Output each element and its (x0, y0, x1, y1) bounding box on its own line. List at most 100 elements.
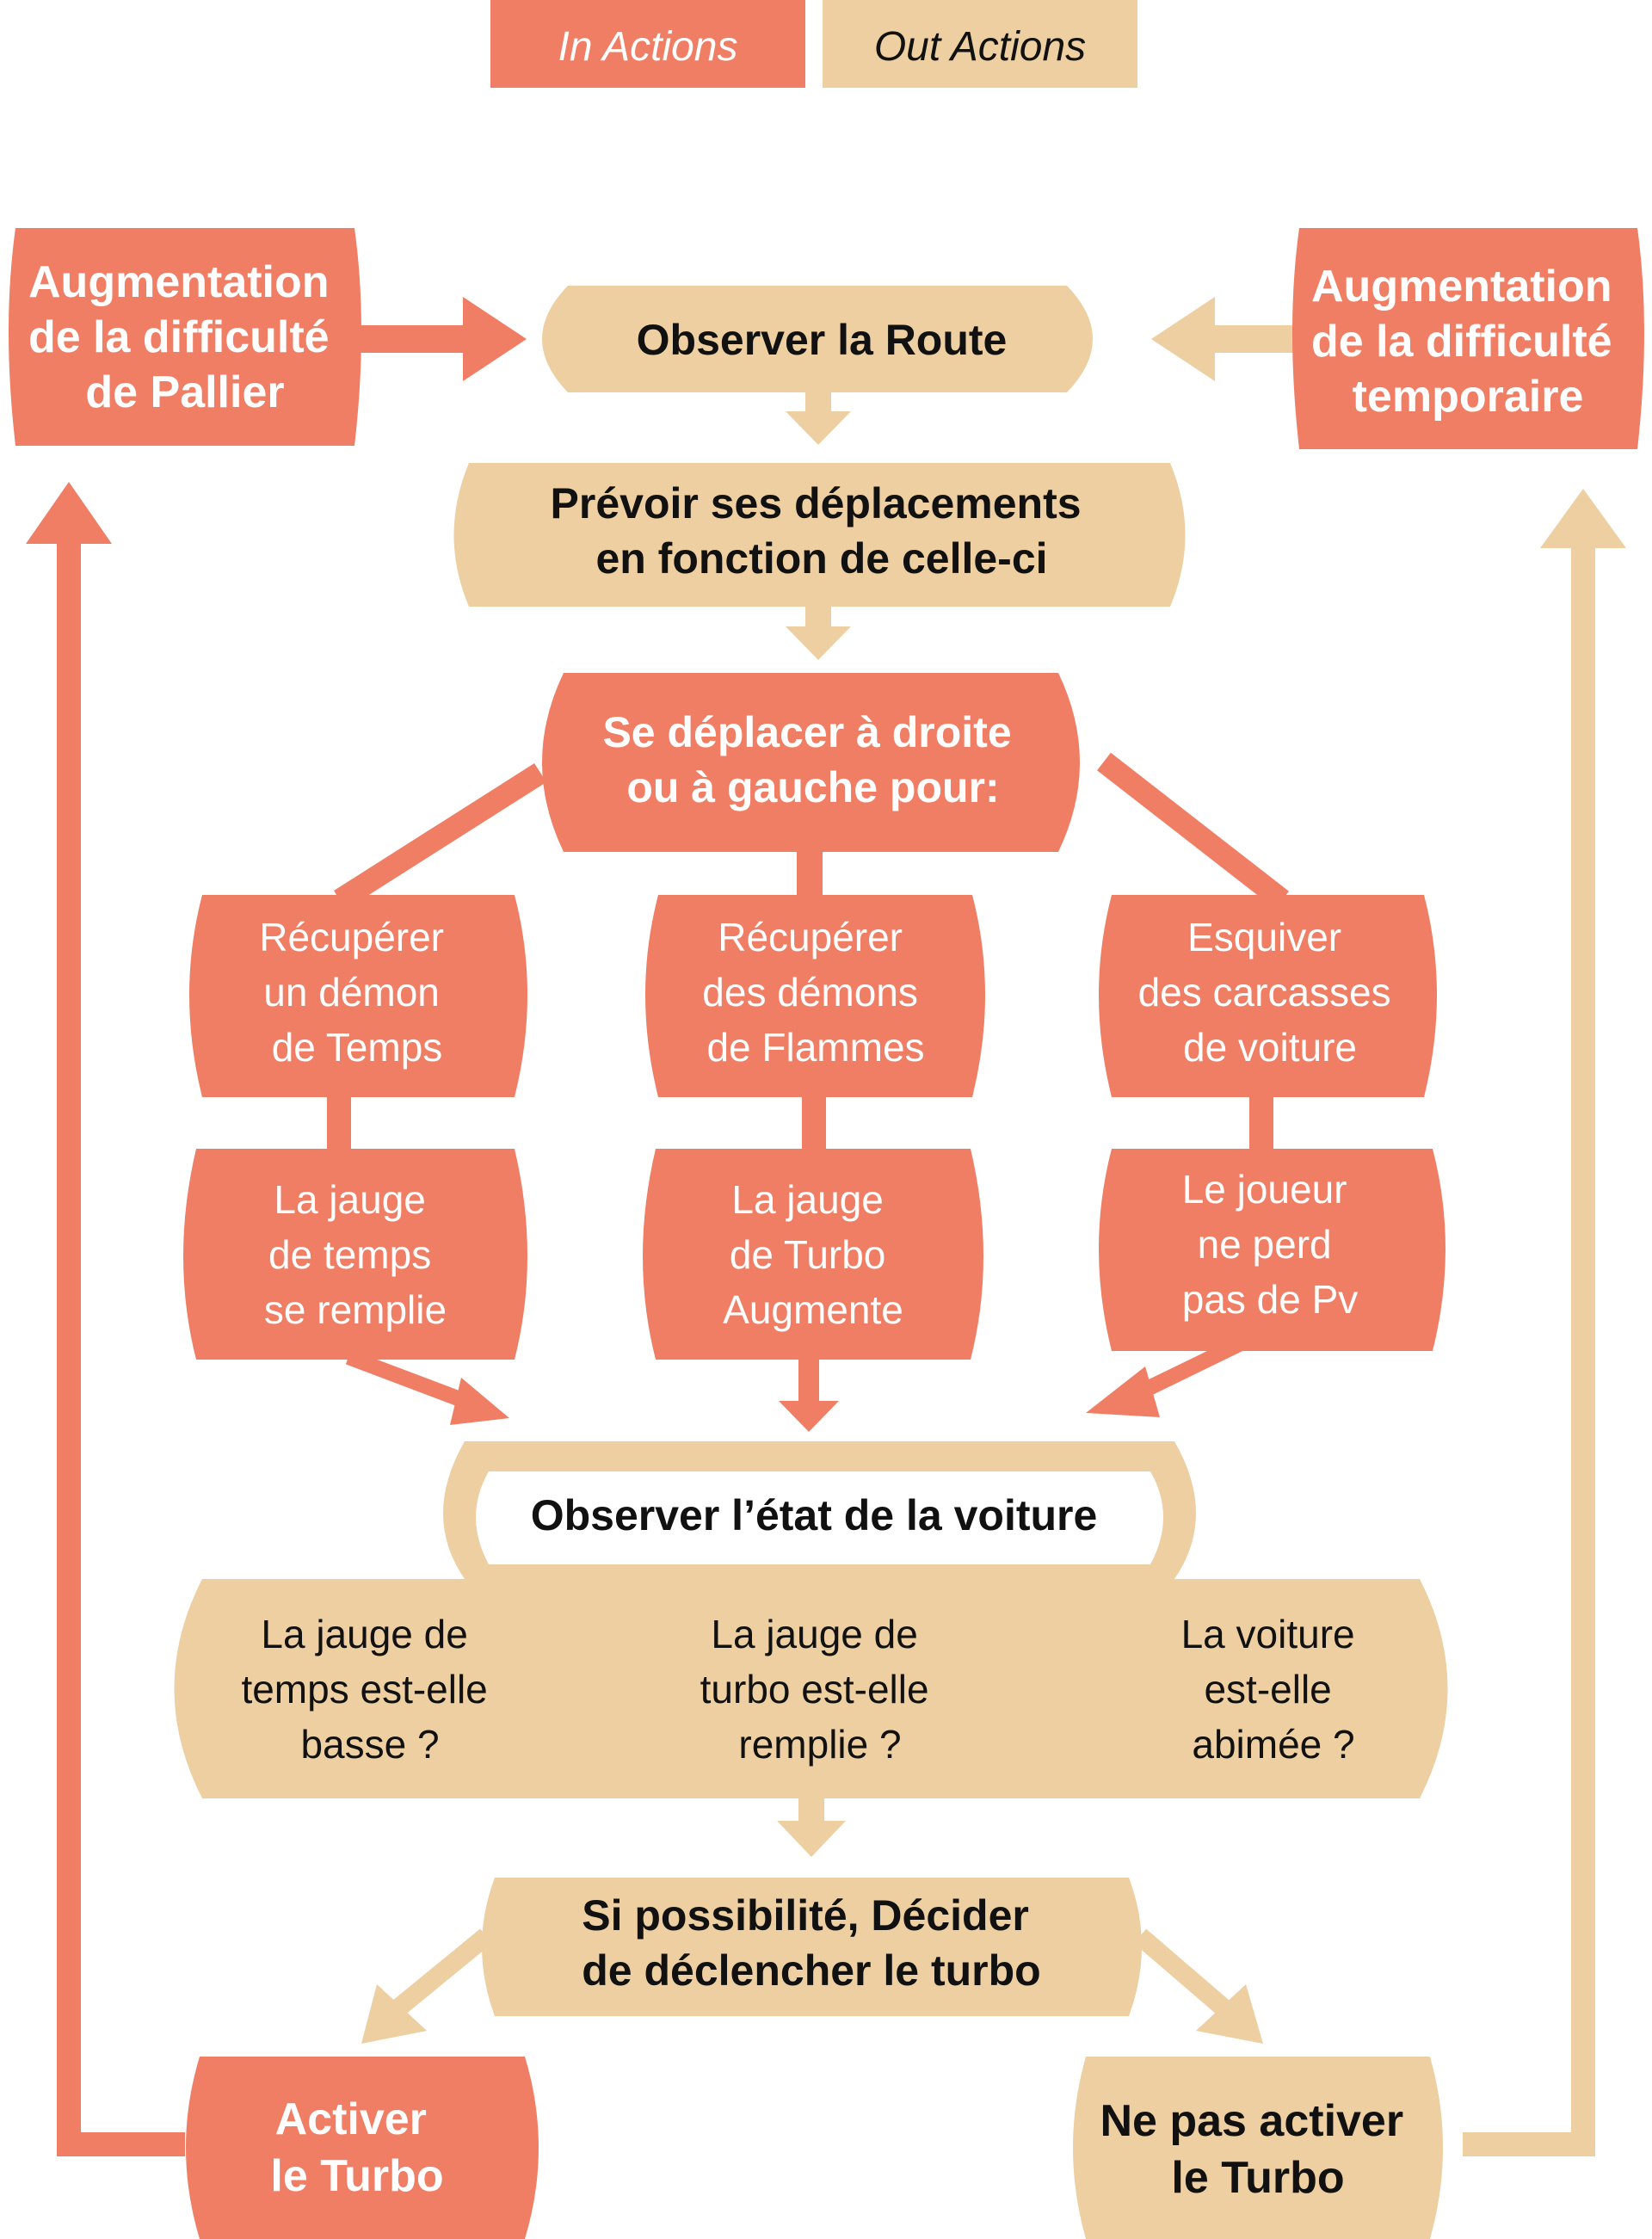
arrowhead-prevoir-deplacer (786, 626, 851, 660)
svg-text:Si possibilité, Décider: Si possibilité, Décider de déclencher le… (582, 1891, 1041, 1995)
connector-jauge-temps-voiture (345, 1349, 468, 1409)
observer-voiture-label: Observer l’état de la voiture (531, 1491, 1098, 1539)
joueur-pv-line-3: pas de Pv (1182, 1277, 1359, 1322)
legend-in-label: In Actions (558, 24, 738, 70)
joueur-pv-line-1: Le joueur (1182, 1167, 1347, 1212)
recup-flammes-line-1: Récupérer (718, 915, 903, 959)
ne-pas-activer-line-1: Ne pas activer (1100, 2096, 1403, 2146)
deplacer-line-1: Se déplacer à droite (602, 708, 1011, 756)
legend-out-swatch (823, 0, 1137, 88)
jauge-turbo-line-3: Augmente (723, 1287, 903, 1332)
esquiver-line-1: Esquiver (1187, 915, 1341, 959)
q-turbo-line-1: La jauge de (711, 1612, 917, 1656)
legend-out-label: Out Actions (874, 24, 1086, 70)
connector-jauge-turbo-voiture (798, 1360, 819, 1404)
recup-flammes-line-2: des démons (702, 970, 918, 1015)
feedback-activer-pallier (57, 542, 185, 2156)
recup-temps-line-3: de Temps (272, 1025, 443, 1070)
node-temporaire: Augmentation de la difficulté temporaire (1292, 228, 1644, 449)
node-recup-temps: Récupérer un démon de Temps (189, 895, 527, 1097)
esquiver-line-3: de voiture (1183, 1025, 1357, 1070)
deplacer-line-2: ou à gauche pour: (626, 763, 999, 811)
node-deplacer: Se déplacer à droite ou à gauche pour: (542, 673, 1080, 852)
node-recup-flammes: Récupérer des démons de Flammes (645, 895, 985, 1097)
arrowhead-pallier-route (463, 297, 527, 381)
connector-recup-temps-jauge (327, 1093, 351, 1153)
q-voiture-line-3: abimée ? (1192, 1722, 1354, 1767)
svg-text:Le joueur ne perd: Le joueur ne perd pas de Pv (1182, 1167, 1359, 1322)
prevoir-line-1: Prévoir ses déplacements (551, 479, 1082, 527)
svg-text:La jauge de Turbo: La jauge de Turbo Augmente (723, 1177, 903, 1332)
svg-text:Ne pas activer le Turb: Ne pas activer le Turbo (1100, 2096, 1415, 2203)
jauge-turbo-line-2: de Turbo (730, 1232, 886, 1277)
node-activer: Activer le Turbo (186, 2057, 539, 2239)
pallier-line-2: de la difficulté (28, 312, 330, 362)
svg-text:Augmentation de la dif: Augmentation de la difficulté de Pallier (28, 257, 342, 417)
arrowhead-decider-activer (361, 1984, 427, 2044)
arrowhead-jauge-temps-voiture (450, 1378, 509, 1425)
recup-temps-line-2: un démon (263, 970, 440, 1015)
temporaire-line-3: temporaire (1353, 372, 1584, 422)
jauge-turbo-line-1: La jauge (731, 1177, 884, 1222)
connector-esquiver-joueur (1249, 1093, 1273, 1153)
q-temps-line-2: temps est-elle (241, 1667, 487, 1712)
temporaire-line-2: de la difficulté (1311, 317, 1612, 367)
svg-text:Augmentation de la dif: Augmentation de la difficulté temporaire (1311, 262, 1624, 422)
jauge-temps-line-3: se remplie (264, 1287, 447, 1332)
node-joueur-pv: Le joueur ne perd pas de Pv (1099, 1149, 1446, 1351)
svg-text:Se déplacer à droite o: Se déplacer à droite ou à gauche pour: (602, 708, 1023, 811)
svg-text:Récupérer des démons: Récupérer des démons de Flammes (702, 915, 928, 1070)
q-voiture-line-1: La voiture (1181, 1612, 1355, 1656)
q-turbo-line-2: turbo est-elle (700, 1667, 929, 1712)
node-jauge-temps: La jauge de temps se remplie (183, 1149, 527, 1360)
connector-pallier-route (354, 325, 471, 353)
q-turbo-line-3: remplie ? (738, 1722, 901, 1767)
legend-in-swatch (490, 0, 805, 88)
svg-text:La jauge de temps: La jauge de temps se remplie (264, 1177, 447, 1332)
decider-line-1: Si possibilité, Décider (582, 1891, 1029, 1940)
arrowhead-decider-ne-pas-activer (1196, 1984, 1263, 2044)
q-voiture-line-2: est-elle (1204, 1667, 1331, 1712)
joueur-pv-line-2: ne perd (1198, 1222, 1332, 1267)
arrowhead-temporaire-route (1151, 297, 1215, 381)
connectors (26, 297, 1626, 2156)
node-questions: La jauge de temps est-elle basse ? La ja… (174, 1579, 1448, 1798)
question-voiture: La voiture est-elle abimée ? (1181, 1612, 1366, 1767)
connector-deplacer-recup-temps (334, 763, 546, 910)
question-temps: La jauge de temps est-elle basse ? (241, 1612, 498, 1767)
activer-line-2: le Turbo (270, 2151, 443, 2201)
node-prevoir: Prévoir ses déplacements en fonction de … (453, 463, 1186, 607)
activer-line-1: Activer (275, 2094, 427, 2144)
esquiver-line-2: des carcasses (1138, 970, 1391, 1015)
arrowhead-joueur-voiture (1086, 1366, 1160, 1417)
svg-text:Activer le Turbo: Activer le Turbo (270, 2094, 443, 2201)
ne-pas-activer-line-2: le Turbo (1171, 2153, 1344, 2203)
arrowhead-questions-decider (777, 1821, 846, 1857)
connector-decider-ne-pas-activer (1133, 1928, 1233, 2018)
prevoir-line-2: en fonction de celle-ci (595, 534, 1047, 583)
legend: In Actions Out Actions (490, 0, 1137, 88)
nodes: Augmentation de la difficulté de Pallier… (9, 228, 1644, 2239)
decider-line-2: de déclencher le turbo (582, 1946, 1040, 1995)
arrowhead-jauge-turbo-voiture (779, 1401, 839, 1432)
arrowhead-feedback-temporaire (1540, 489, 1626, 548)
feedback-ne-pas-activer-temporaire (1463, 546, 1595, 2156)
connector-recup-flammes-jauge (802, 1093, 826, 1153)
node-decider: Si possibilité, Décider de déclencher le… (482, 1878, 1142, 2016)
connector-joueur-voiture (1137, 1336, 1242, 1400)
arrowhead-route-prevoir (786, 411, 851, 445)
q-temps-line-3: basse ? (300, 1722, 439, 1767)
question-turbo: La jauge de turbo est-elle remplie ? (700, 1612, 940, 1767)
svg-text:Esquiver des carcasses: Esquiver des carcasses de voiture (1138, 915, 1402, 1070)
node-pallier: Augmentation de la difficulté de Pallier (9, 228, 361, 446)
observer-route-label: Observer la Route (637, 316, 1008, 364)
node-ne-pas-activer: Ne pas activer le Turbo (1073, 2057, 1443, 2239)
pallier-line-3: de Pallier (85, 367, 284, 417)
pallier-line-1: Augmentation (28, 257, 330, 307)
recup-temps-line-1: Récupérer (259, 915, 444, 959)
jauge-temps-line-1: La jauge (274, 1177, 426, 1222)
svg-text:Prévoir ses déplacements: Prévoir ses déplacements en fonction de … (551, 479, 1094, 583)
recup-flammes-line-3: de Flammes (706, 1025, 924, 1070)
